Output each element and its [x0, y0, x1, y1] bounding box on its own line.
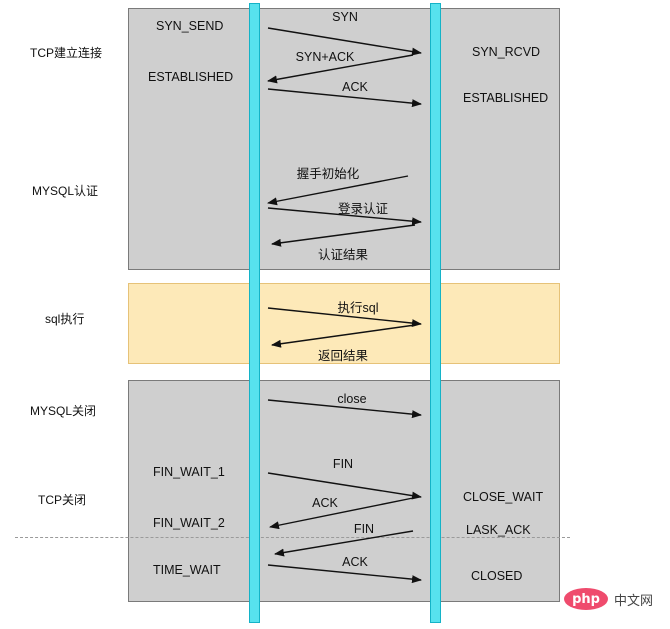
arrow-auth-result: [271, 224, 416, 247]
phase-mysql-auth: MYSQL认证: [32, 184, 99, 198]
msg-syn-ack: SYN+ACK: [295, 50, 355, 64]
arrow-return-result: [271, 324, 416, 348]
msg-ack2: ACK: [312, 496, 338, 510]
client-state-syn-send: SYN_SEND: [156, 19, 224, 33]
msg-ack3: ACK: [342, 555, 368, 569]
arrow-login-auth: [267, 207, 422, 226]
arrow-handshake-init: [267, 175, 409, 206]
phase-tcp-close: TCP关闭: [38, 493, 87, 507]
tcp-mysql-auth-panel: [128, 8, 560, 270]
arrow-fin2: [274, 530, 414, 557]
phase-tcp-connect: TCP建立连接: [30, 46, 103, 60]
client-state-time-wait: TIME_WAIT: [153, 563, 221, 577]
msg-syn: SYN: [332, 10, 358, 24]
arrow-ack2: [269, 497, 414, 530]
msg-fin2: FIN: [353, 522, 375, 536]
msg-handshake-init: 握手初始化: [296, 167, 360, 181]
phase-sql-exec: sql执行: [45, 312, 85, 326]
msg-exec-sql: 执行sql: [337, 301, 379, 315]
arrow-fin1: [267, 472, 422, 500]
server-state-closed: CLOSED: [471, 569, 523, 583]
server-lifeline: [430, 3, 441, 623]
arrow-syn-ack: [267, 54, 414, 84]
sql-exec-panel: [128, 283, 560, 364]
server-state-close-wait: CLOSE_WAIT: [463, 490, 544, 504]
client-state-established: ESTABLISHED: [148, 70, 234, 84]
arrow-ack3: [267, 564, 422, 584]
arrow-close: [267, 399, 422, 419]
arrow-exec-sql: [267, 307, 422, 328]
client-state-fin-wait-1: FIN_WAIT_1: [153, 465, 225, 479]
client-lifeline: [249, 3, 260, 623]
server-state-last-ack: LASK_ACK: [466, 523, 531, 537]
phase-mysql-close: MYSQL关闭: [30, 404, 97, 418]
php-logo: php: [564, 588, 608, 610]
msg-ack: ACK: [342, 80, 368, 94]
msg-auth-result: 认证结果: [317, 248, 369, 262]
msg-login-auth: 登录认证: [337, 202, 389, 216]
msg-fin1: FIN: [332, 457, 354, 471]
dashed-separator: [15, 537, 570, 538]
client-state-fin-wait-2: FIN_WAIT_2: [153, 516, 225, 530]
close-panel: [128, 380, 560, 602]
arrow-syn: [267, 27, 422, 56]
watermark-site-name: 中文网: [614, 592, 654, 608]
msg-close: close: [337, 392, 367, 406]
server-state-established: ESTABLISHED: [463, 91, 549, 105]
site-watermark: php 中文网: [560, 584, 668, 614]
msg-return-result: 返回结果: [317, 349, 369, 363]
arrow-ack: [267, 88, 422, 108]
server-state-syn-rcvd: SYN_RCVD: [472, 45, 541, 59]
